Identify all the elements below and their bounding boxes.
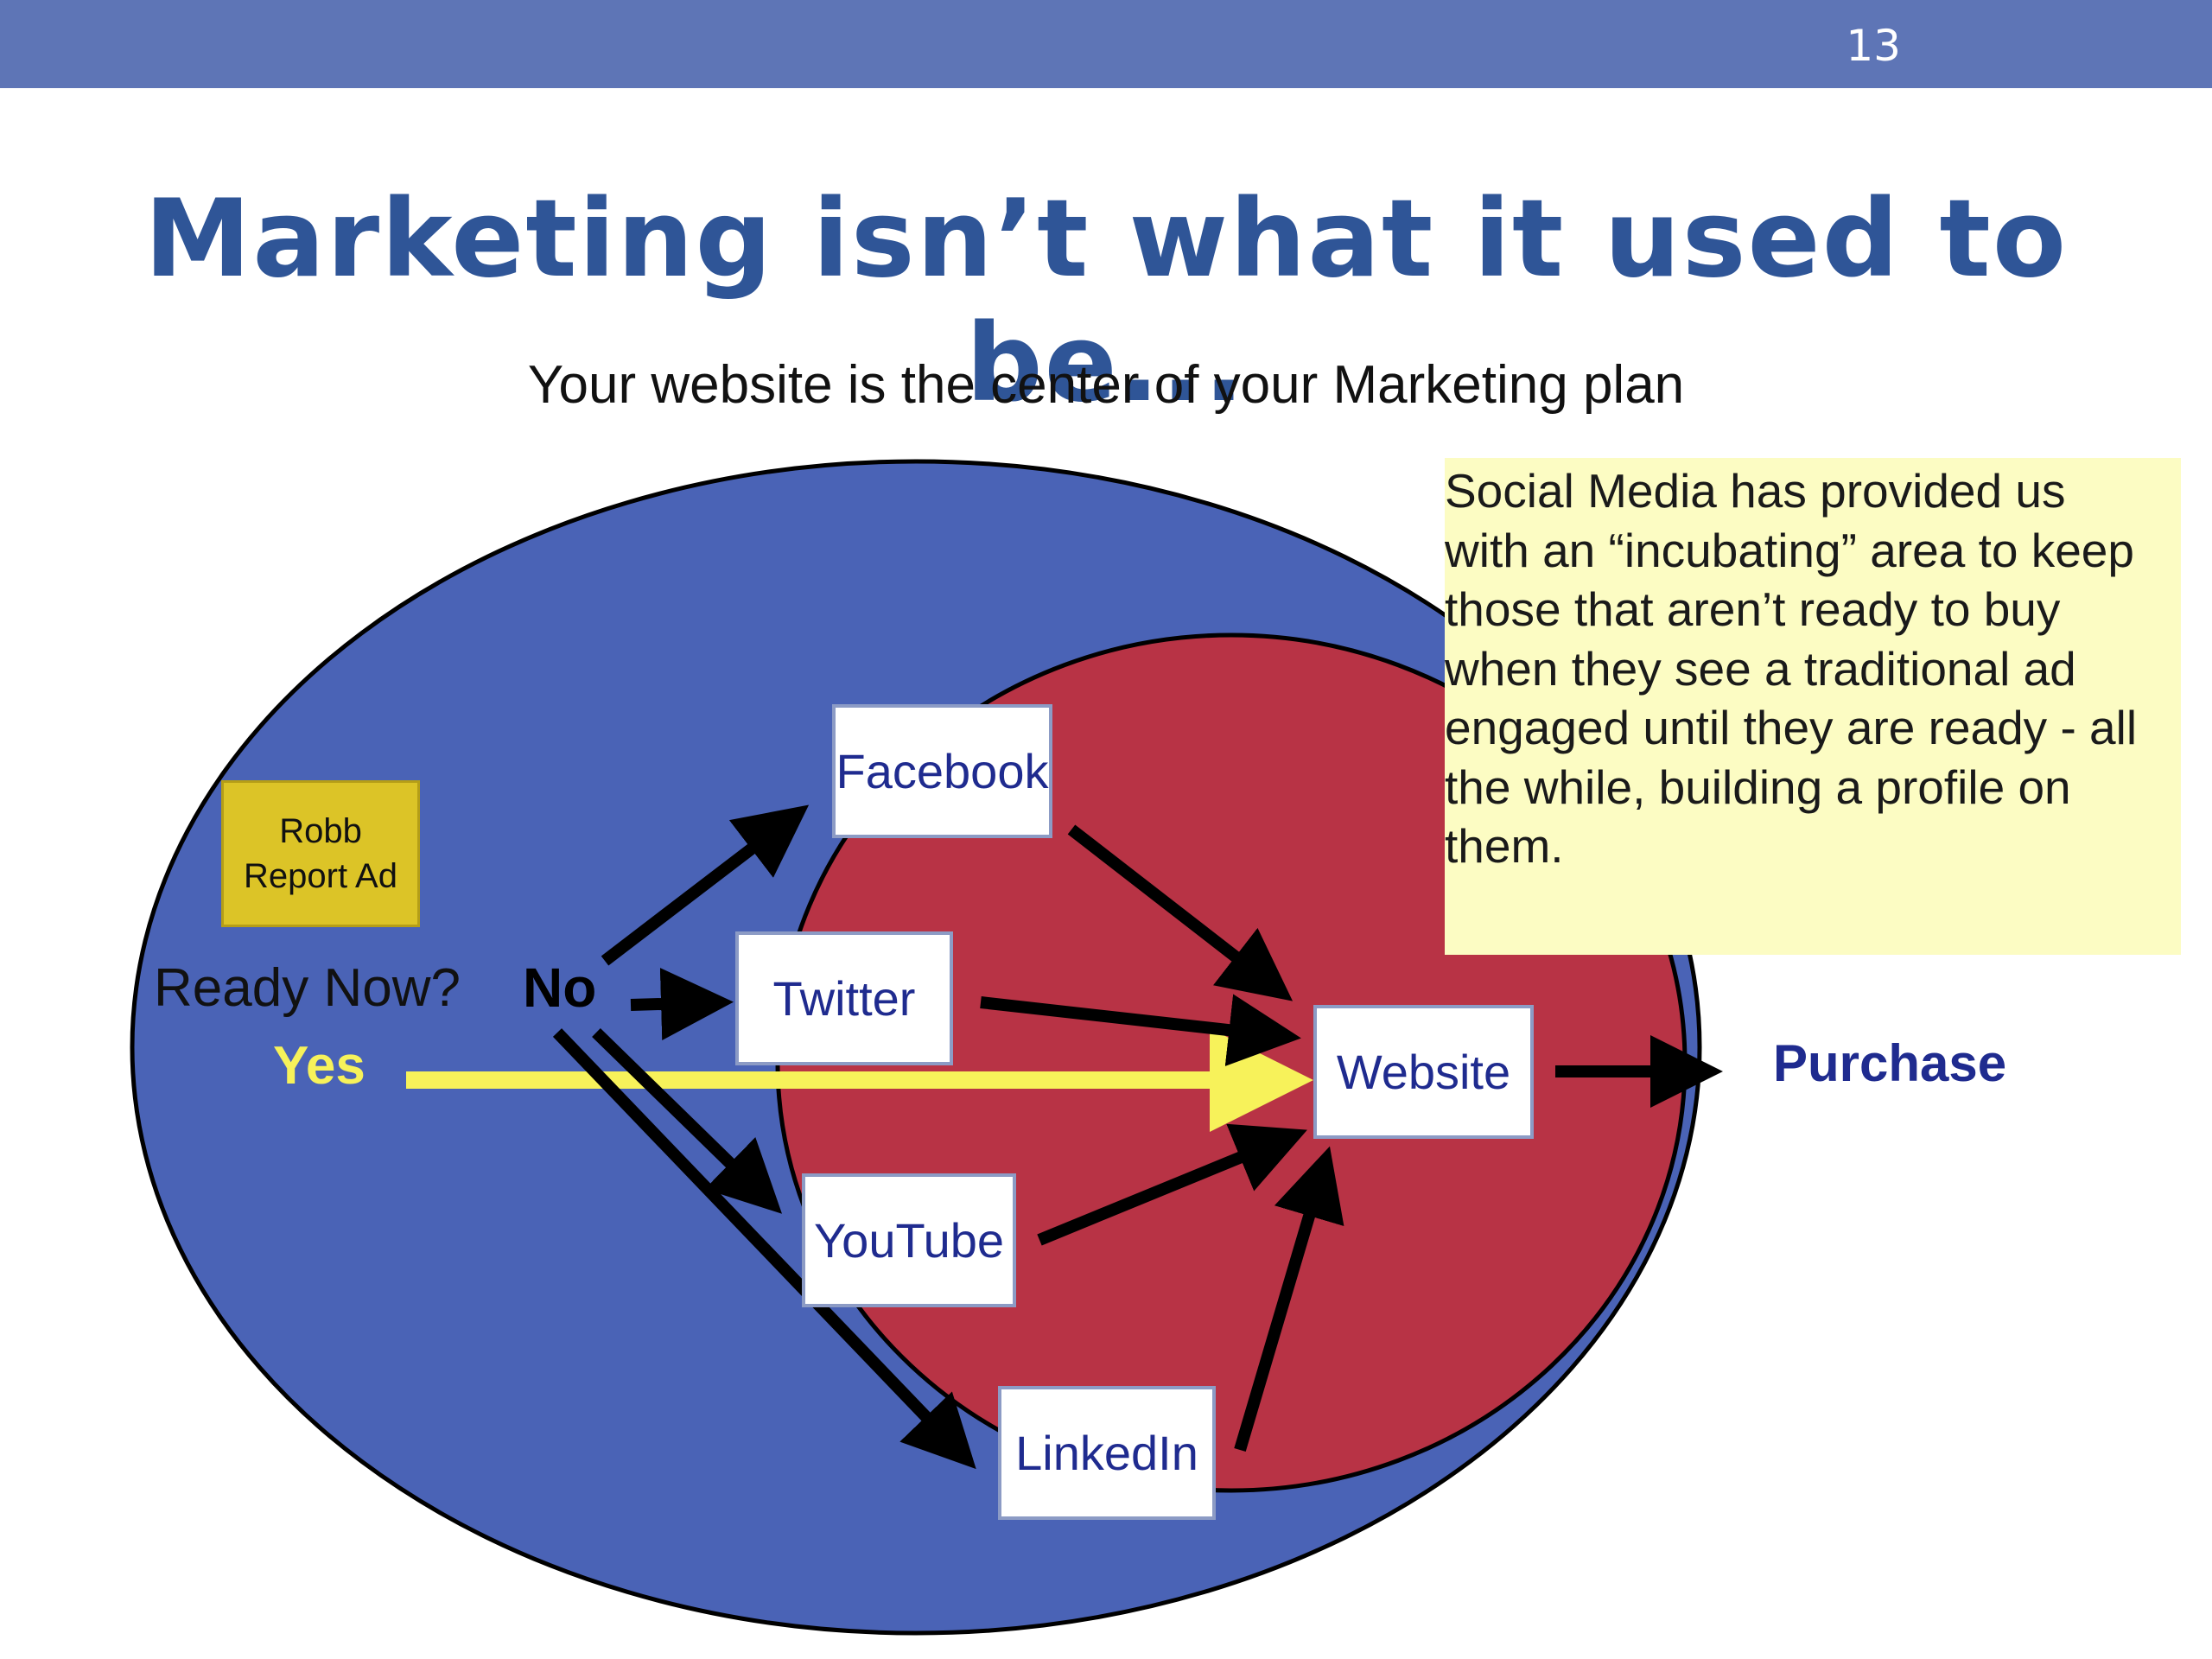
note-line: engaged until they are ready - all bbox=[1445, 701, 2138, 754]
note-line: them. bbox=[1445, 819, 1564, 873]
incubating-note: Social Media has provided us with an “in… bbox=[1445, 458, 2181, 955]
note-line: with an “incubating” area to keep bbox=[1445, 523, 2134, 577]
purchase-label: Purchase bbox=[1773, 1034, 2007, 1092]
arrow-twitter-website bbox=[980, 994, 1301, 1066]
facebook-node: Facebook bbox=[832, 704, 1052, 838]
website-node: Website bbox=[1313, 1005, 1534, 1139]
ready-now-label: Ready Now? bbox=[154, 958, 461, 1018]
no-label: No bbox=[523, 957, 597, 1019]
arrow-no-linkedin bbox=[552, 1028, 976, 1470]
note-line: the while, building a profile on bbox=[1445, 760, 2071, 814]
arrow-no-facebook bbox=[601, 804, 810, 966]
slide-title: Marketing isn’t what it used to be... bbox=[143, 177, 2069, 426]
robb-ad-line-2: Report Ad bbox=[244, 857, 397, 895]
note-line: Social Media has provided us bbox=[1445, 464, 2066, 518]
linkedin-node: LinkedIn bbox=[998, 1386, 1216, 1520]
slide-number: 13 bbox=[1846, 21, 1901, 71]
robb-ad-line-1: Robb bbox=[279, 812, 362, 850]
twitter-node: Twitter bbox=[735, 931, 953, 1065]
arrow-linkedin-website bbox=[1234, 1146, 1344, 1452]
note-line: those that aren’t ready to buy bbox=[1445, 582, 2061, 636]
arrow-no-twitter bbox=[630, 968, 734, 1040]
header-bar: 13 bbox=[0, 0, 2212, 88]
arrow-facebook-website bbox=[1067, 824, 1294, 1001]
arrow-no-youtube bbox=[592, 1027, 783, 1214]
yes-label: Yes bbox=[273, 1036, 365, 1096]
robb-report-ad-box: Robb Report Ad bbox=[221, 780, 420, 927]
note-line: when they see a traditional ad bbox=[1445, 641, 2076, 696]
arrow-youtube-website bbox=[1037, 1123, 1307, 1246]
slide-subtitle: Your website is the center of your Marke… bbox=[527, 355, 1685, 415]
youtube-node: YouTube bbox=[802, 1173, 1016, 1307]
